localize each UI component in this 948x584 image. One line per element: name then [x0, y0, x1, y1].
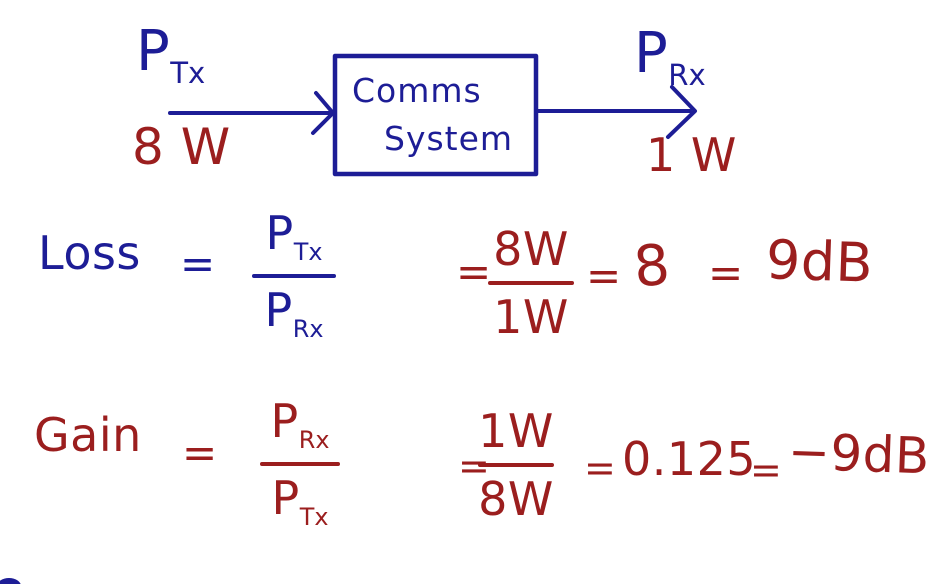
loss-value-numerator: 8W — [493, 222, 569, 276]
fraction-bar — [252, 273, 336, 278]
output-arrow — [535, 85, 697, 139]
gain-db-value: −9dB — [787, 422, 931, 486]
loss-title: Loss — [38, 226, 141, 280]
rx-symbol-sub: Rx — [668, 58, 706, 93]
loss-symbol-fraction: PTx PRx — [252, 210, 336, 341]
rx-power-symbol: PRx — [634, 26, 706, 90]
comms-system-box — [332, 53, 539, 177]
gain-equals-4: = — [750, 448, 783, 492]
loss-value-denominator: 1W — [493, 290, 569, 344]
gain-value-numerator: 1W — [478, 404, 554, 458]
tx-symbol-sub: Tx — [170, 56, 206, 91]
loss-equals-3: = — [586, 251, 622, 300]
gain-title: Gain — [34, 408, 142, 462]
gain-equals-3: = — [584, 446, 617, 490]
loss-fraction-numerator: PTx — [265, 210, 322, 265]
tx-symbol-main: P — [136, 19, 171, 84]
loss-ratio-value: 8 — [631, 232, 673, 301]
gain-fraction-numerator: PRx — [270, 398, 329, 453]
rx-symbol-main: P — [634, 21, 669, 86]
loss-fraction-denominator: PRx — [264, 287, 323, 342]
tx-power-value: 8 W — [132, 118, 231, 176]
gain-ratio-value: 0.125 — [622, 432, 757, 486]
loss-den-main: P — [264, 282, 293, 337]
gain-den-main: P — [271, 470, 300, 525]
gain-equals-1: = — [182, 428, 218, 477]
gain-value-denominator: 8W — [478, 472, 554, 526]
loss-equals-2: = — [456, 247, 492, 296]
loss-num-sub: Tx — [293, 237, 323, 266]
gain-num-sub: Rx — [298, 425, 330, 454]
stray-ink-dot — [0, 578, 21, 584]
rx-power-value: 1 W — [646, 128, 737, 182]
gain-symbol-fraction: PRx PTx — [260, 398, 340, 529]
loss-den-sub: Rx — [292, 314, 324, 343]
gain-fraction-denominator: PTx — [271, 475, 328, 530]
tx-power-symbol: PTx — [136, 24, 205, 88]
fraction-bar — [478, 463, 554, 467]
loss-equals-1: = — [180, 239, 216, 288]
gain-den-sub: Tx — [299, 502, 329, 531]
comms-system-label-line1: Comms — [352, 71, 482, 110]
gain-value-fraction: 1W 8W — [478, 408, 554, 522]
loss-num-main: P — [265, 206, 294, 260]
loss-equals-4: = — [708, 248, 744, 297]
fraction-bar — [260, 461, 340, 466]
fraction-bar — [488, 281, 574, 285]
comms-system-label: Comms System — [352, 67, 513, 163]
loss-db-value: 9dB — [764, 228, 875, 295]
gain-num-main: P — [270, 394, 299, 448]
loss-value-fraction: 8W 1W — [488, 226, 574, 340]
comms-system-label-line2: System — [384, 118, 514, 158]
